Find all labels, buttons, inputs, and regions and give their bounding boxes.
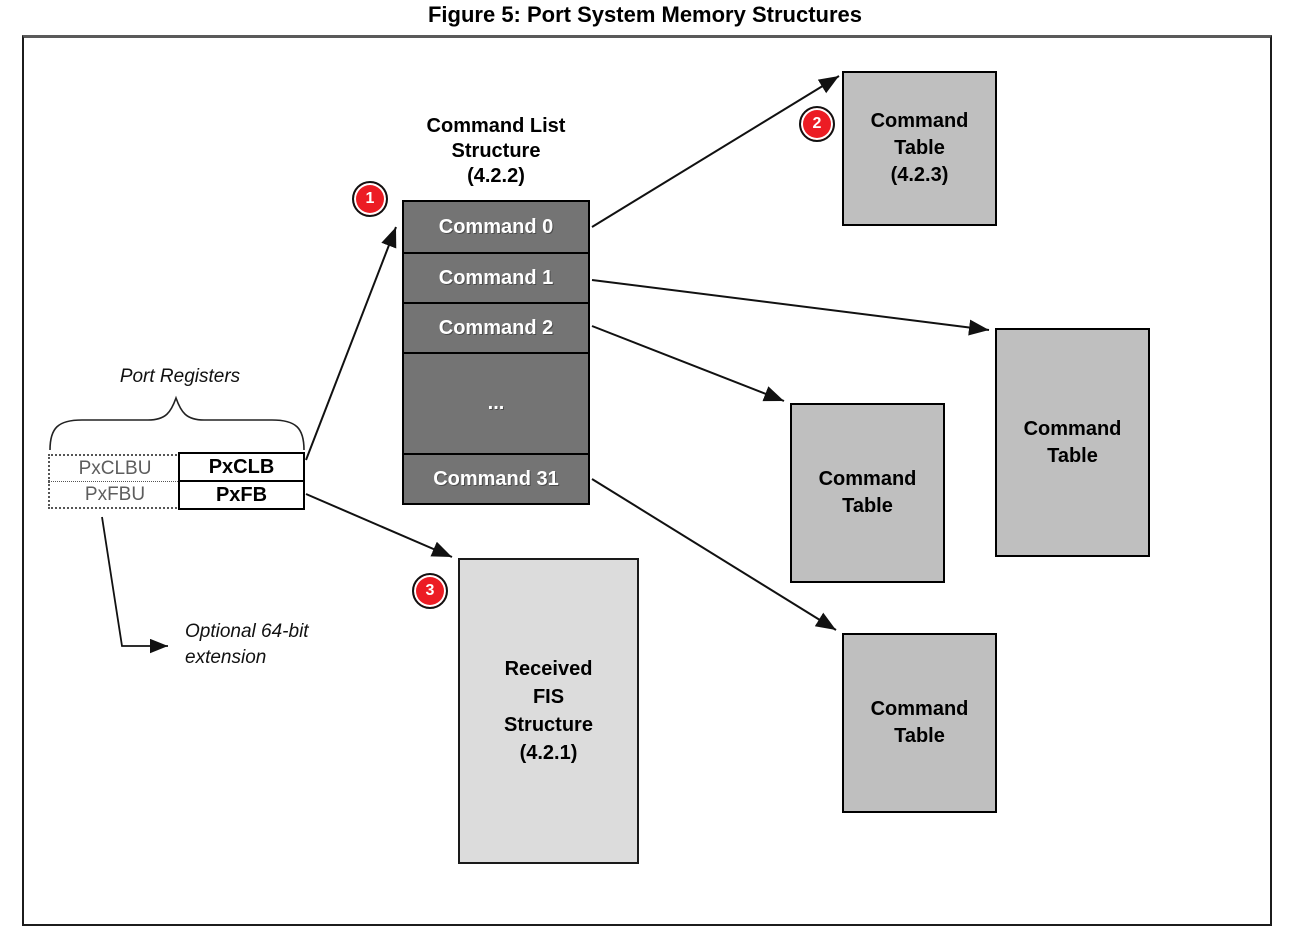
callout-3: 3	[412, 573, 448, 609]
register-pxfb: PxFB	[178, 480, 305, 510]
callout-1: 1	[352, 181, 388, 217]
command-list-row-0: Command 0	[404, 202, 588, 254]
command-list-structure: Command 0 Command 1 Command 2 ... Comman…	[402, 200, 590, 505]
command-list-row-1: Command 1	[404, 254, 588, 304]
command-table-2: Command Table	[995, 328, 1150, 557]
command-table-4: Command Table	[842, 633, 997, 813]
port-registers-label: Port Registers	[119, 366, 241, 387]
command-table-3: Command Table	[790, 403, 945, 583]
command-list-row-31: Command 31	[433, 467, 559, 490]
register-pxclb: PxCLB	[178, 452, 305, 482]
callout-2: 2	[799, 106, 835, 142]
command-table-1: Command Table (4.2.3)	[842, 71, 997, 226]
command-list-row-ellipsis: ...	[404, 354, 588, 455]
figure-title: Figure 5: Port System Memory Structures	[427, 2, 862, 27]
optional-64bit-extension-note: Optional 64-bit extension	[185, 621, 309, 668]
command-list-heading: Command List Structure (4.2.2)	[426, 115, 566, 187]
register-pxfbu: PxFBU	[48, 481, 180, 509]
command-list-row-2: Command 2	[404, 304, 588, 354]
received-fis-structure: Received FIS Structure (4.2.1)	[458, 558, 639, 864]
register-pxclbu: PxCLBU	[48, 454, 180, 482]
